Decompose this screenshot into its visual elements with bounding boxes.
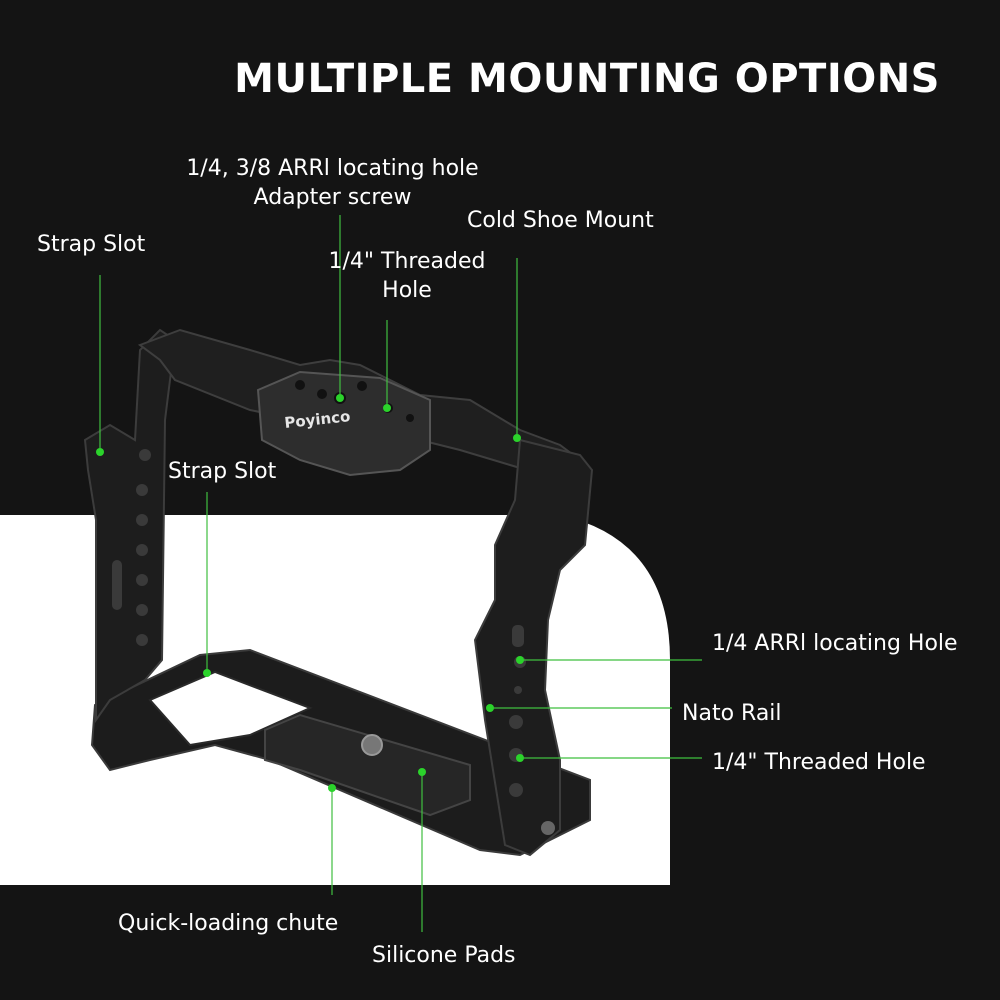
arri-locating-hole-label: 1/4 ARRl locating Hole [712, 631, 958, 656]
arri-adapter-label: 1/4, 3/8 ARRl locating hole Adapter scre… [175, 154, 490, 212]
cage-left-upright [83, 328, 177, 724]
threaded-hole-side-label: 1/4" Threaded Hole [712, 750, 926, 775]
threaded-hole-top-line1: 1/4" Threaded [328, 249, 486, 274]
base-cutout [148, 670, 313, 747]
nato-rail-label: Nato Rail [682, 701, 782, 726]
quick-loading-chute-label: Quick-loading chute [118, 911, 339, 936]
strap-slot-mid-label: Strap Slot [168, 459, 277, 484]
left-upright-holes [112, 449, 151, 646]
quick-release-slide [264, 713, 471, 817]
page-title: MULTIPLE MOUNTING OPTIONS [234, 56, 940, 102]
arri-adapter-label-line1: 1/4, 3/8 ARRl locating hole [186, 156, 479, 181]
cage-right-upright [473, 438, 594, 857]
cold-shoe-label: Cold Shoe Mount [467, 208, 654, 233]
arri-adapter-label-line2: Adapter screw [253, 185, 412, 210]
side-screw [541, 821, 555, 835]
callout-lines [99, 215, 702, 932]
mount-screw [361, 734, 383, 756]
threaded-hole-top-line2: Hole [382, 278, 432, 303]
silicone-pads-label: Silicone Pads [372, 943, 516, 968]
callout-dots [96, 394, 524, 792]
threaded-hole-top-label: 1/4" Threaded Hole [328, 247, 486, 305]
strap-slot-top-label: Strap Slot [37, 232, 146, 257]
